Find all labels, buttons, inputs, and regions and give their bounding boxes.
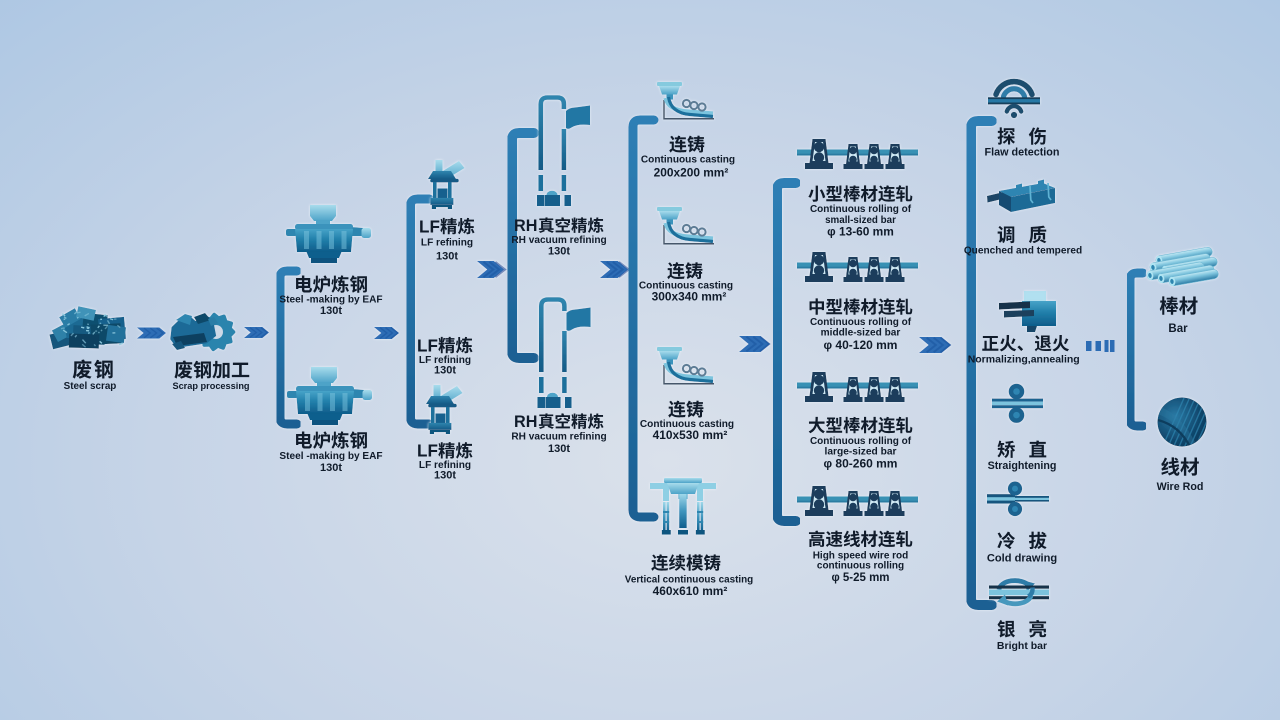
svg-text:Wire Rod: Wire Rod [1157,481,1204,493]
svg-text:φ 5-25 mm: φ 5-25 mm [831,572,889,584]
svg-text:continuous rolling: continuous rolling [817,561,904,572]
svg-text:130t: 130t [548,245,570,257]
svg-text:Vertical continuous casting: Vertical continuous casting [625,574,753,585]
svg-text:200x200 mm²: 200x200 mm² [654,166,729,180]
svg-text:φ 40-120 mm: φ 40-120 mm [824,338,898,352]
svg-text:130t: 130t [434,364,456,376]
svg-text:410x530 mm²: 410x530 mm² [653,428,728,442]
svg-text:LF refining: LF refining [419,355,471,366]
svg-text:RH: RH [514,217,537,235]
svg-text:130t: 130t [434,469,456,481]
svg-text:LF: LF [417,442,438,461]
svg-text:High speed wire rod: High speed wire rod [813,550,909,561]
svg-text:Steel scrap: Steel scrap [64,381,117,392]
svg-text:Cold drawing: Cold drawing [987,552,1057,564]
svg-text:large-sized bar: large-sized bar [825,446,897,457]
svg-text:130t: 130t [320,462,342,474]
svg-text:RH vacuum refining: RH vacuum refining [511,431,606,442]
svg-text:130t: 130t [320,305,342,317]
svg-text:Steel -making by EAF: Steel -making by EAF [279,294,382,305]
svg-text:φ 13-60 mm: φ 13-60 mm [827,225,894,239]
svg-text:Continuous rolling of: Continuous rolling of [810,204,912,215]
svg-text:Continuous casting: Continuous casting [640,419,734,430]
svg-text:Steel -making by EAF: Steel -making by EAF [279,451,382,462]
svg-text:RH: RH [514,413,537,431]
svg-text:Continuous rolling of: Continuous rolling of [810,436,912,447]
svg-text:460x610 mm²: 460x610 mm² [653,584,728,598]
svg-text:RH vacuum refining: RH vacuum refining [511,235,606,246]
svg-text:300x340 mm²: 300x340 mm² [652,290,727,304]
svg-text:LF: LF [417,336,438,355]
svg-text:Continuous rolling of: Continuous rolling of [810,317,912,328]
svg-text:130t: 130t [548,443,570,455]
svg-text:Bright bar: Bright bar [997,640,1047,652]
svg-text:Continuous casting: Continuous casting [639,281,733,292]
svg-text:Flaw detection: Flaw detection [985,146,1060,158]
svg-text:LF refining: LF refining [419,460,471,471]
svg-text:Bar: Bar [1168,323,1188,335]
svg-text:φ 80-260 mm: φ 80-260 mm [824,456,898,470]
svg-text:Quenched and tempered: Quenched and tempered [964,246,1082,257]
svg-text:LF: LF [419,217,440,236]
svg-text:Scrap processing: Scrap processing [172,381,249,391]
svg-text:Normalizing,annealing: Normalizing,annealing [968,353,1080,365]
svg-text:Continuous casting: Continuous casting [641,155,735,166]
svg-text:LF refining: LF refining [421,238,473,249]
svg-text:middle-sized bar: middle-sized bar [821,327,901,338]
svg-text:Straightening: Straightening [988,460,1057,472]
svg-text:130t: 130t [436,250,458,262]
svg-text:small-sized bar: small-sized bar [825,215,896,226]
